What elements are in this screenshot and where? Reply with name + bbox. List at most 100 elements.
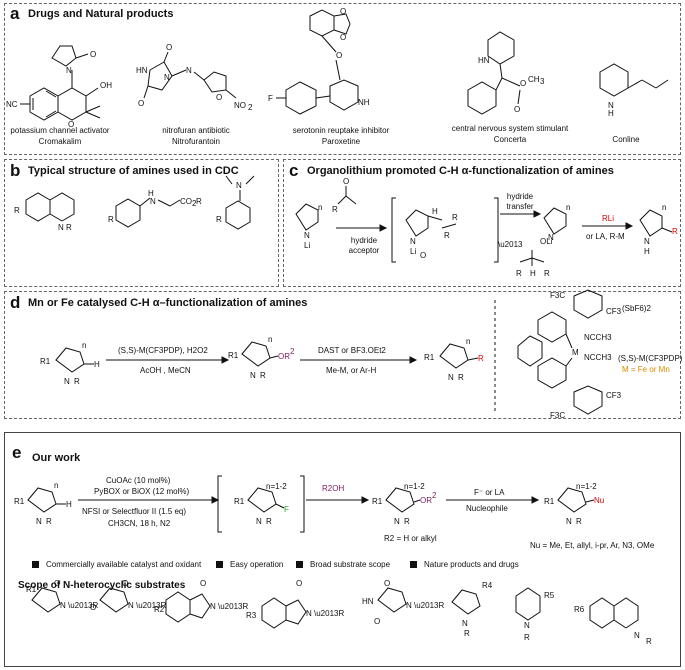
- svg-text:CO: CO: [180, 197, 192, 206]
- cromakalim-name: Cromakalim: [38, 137, 82, 146]
- svg-text:O: O: [200, 579, 206, 588]
- panel-e: [4, 432, 681, 667]
- svg-text:N: N: [36, 517, 42, 526]
- nitrofurantoin-name: Nitrofurantoin: [171, 137, 221, 146]
- svg-text:N: N: [406, 601, 412, 610]
- hydride-transfer-label: hydride transfer: [506, 192, 534, 211]
- step2-bottom: Me-M, or Ar-H: [326, 366, 377, 375]
- svg-text:NCCH3: NCCH3: [584, 333, 612, 342]
- svg-text:R1: R1: [372, 497, 383, 506]
- panel-e-title: Our work: [32, 452, 81, 464]
- la-rm-reagent: or LA, R-M: [586, 232, 625, 241]
- catalyst-counterion: (SbF6)2: [622, 304, 651, 313]
- cond-ligand: PyBOX or BiOX (12 mol%): [94, 487, 190, 496]
- svg-text:R1: R1: [40, 357, 51, 366]
- svg-text:\u2013R: \u2013R: [314, 609, 344, 618]
- svg-text:n: n: [566, 203, 570, 212]
- paroxetine-name: Paroxetine: [321, 137, 361, 146]
- svg-text:CF3: CF3: [606, 307, 622, 316]
- catalyst-label: (S,S)-M(CF3PDP): [618, 354, 683, 363]
- svg-text:R: R: [646, 637, 652, 646]
- svg-text:HN: HN: [362, 597, 374, 606]
- svg-text:N: N: [548, 233, 554, 242]
- reagent-roh: R2OH: [322, 484, 345, 493]
- svg-text:R1: R1: [14, 497, 25, 506]
- panel-d-title: Mn or Fe catalysed C-H α–functionalizati…: [28, 297, 308, 309]
- svg-text:N: N: [256, 517, 262, 526]
- svg-text:O: O: [340, 7, 346, 16]
- svg-text:O: O: [216, 93, 222, 102]
- svg-text:R: R: [516, 269, 522, 278]
- svg-text:HN: HN: [478, 56, 490, 65]
- panel-b-letter: b: [10, 161, 21, 180]
- svg-text:NC: NC: [6, 100, 18, 109]
- svg-text:HN: HN: [136, 66, 148, 75]
- svg-text:CH: CH: [528, 75, 540, 84]
- svg-text:R1: R1: [228, 351, 239, 360]
- step1-bottom: AcOH , MeCN: [140, 366, 191, 375]
- svg-text:2: 2: [248, 103, 253, 112]
- svg-text:R: R: [74, 377, 80, 386]
- svg-text:N: N: [524, 621, 530, 630]
- svg-text:2: 2: [192, 199, 197, 208]
- svg-text:H: H: [530, 269, 536, 278]
- panel-b-title: Typical structure of amines used in CDC: [28, 165, 239, 177]
- svg-text:O: O: [336, 51, 342, 60]
- svg-text:O: O: [90, 50, 96, 59]
- rli-reagent: RLi: [602, 214, 615, 223]
- svg-text:O: O: [420, 251, 426, 260]
- paroxetine-structure: OO O NH F: [268, 7, 370, 115]
- svg-text:F: F: [284, 505, 289, 514]
- svg-text:N: N: [462, 619, 468, 628]
- cond-oxidant: NFSI or Selectfluor II (1.5 eq): [82, 507, 187, 516]
- svg-text:N: N: [304, 231, 310, 240]
- svg-text:N: N: [608, 101, 614, 110]
- svg-text:O: O: [296, 579, 302, 588]
- ring-size-1: n=1-2: [266, 482, 287, 491]
- svg-text:R: R: [46, 517, 52, 526]
- svg-text:n: n: [54, 481, 58, 490]
- svg-text:N: N: [150, 197, 156, 206]
- svg-text:O: O: [166, 43, 172, 52]
- svg-text:\u2013: \u2013: [498, 240, 523, 249]
- svg-text:NH: NH: [358, 98, 370, 107]
- svg-text:R1: R1: [544, 497, 555, 506]
- svg-text:R: R: [404, 517, 410, 526]
- svg-text:O: O: [68, 120, 74, 129]
- paroxetine-role: serotonin reuptake inhibitor: [292, 126, 390, 135]
- svg-text:O: O: [90, 603, 96, 612]
- svg-text:n: n: [268, 335, 272, 344]
- svg-text:\u2013R: \u2013R: [414, 601, 444, 610]
- cond-solvent: CH3CN, 18 h, N2: [108, 519, 171, 528]
- svg-text:OR: OR: [278, 352, 290, 361]
- panel-b: [4, 159, 279, 287]
- svg-text:R1: R1: [234, 497, 245, 506]
- svg-text:OLi: OLi: [540, 237, 553, 246]
- svg-text:Li: Li: [304, 241, 310, 250]
- svg-text:H: H: [148, 189, 154, 198]
- svg-text:F: F: [268, 94, 273, 103]
- svg-text:N: N: [306, 609, 312, 618]
- svg-text:Li: Li: [410, 247, 416, 256]
- svg-text:CF3: CF3: [606, 391, 622, 400]
- svg-text:n: n: [318, 203, 322, 212]
- scope-title: Scope of N-heterocyclic substrates: [18, 580, 186, 591]
- svg-text:N: N: [250, 371, 256, 380]
- svg-text:N: N: [566, 517, 572, 526]
- concerta-role: central nervous system stimulant: [451, 124, 569, 133]
- svg-text:N: N: [186, 66, 192, 75]
- svg-text:N: N: [634, 631, 640, 640]
- svg-text:R: R: [478, 354, 484, 363]
- conline-name: Conline: [612, 135, 640, 144]
- svg-text:R: R: [66, 223, 72, 232]
- feature-bullet-3: [296, 561, 303, 568]
- svg-text:R: R: [216, 215, 222, 224]
- svg-text:Nu: Nu: [594, 496, 604, 505]
- svg-text:R: R: [672, 227, 678, 236]
- feature-3: Broad substrate scope: [310, 560, 391, 569]
- svg-text:R2: R2: [154, 605, 165, 614]
